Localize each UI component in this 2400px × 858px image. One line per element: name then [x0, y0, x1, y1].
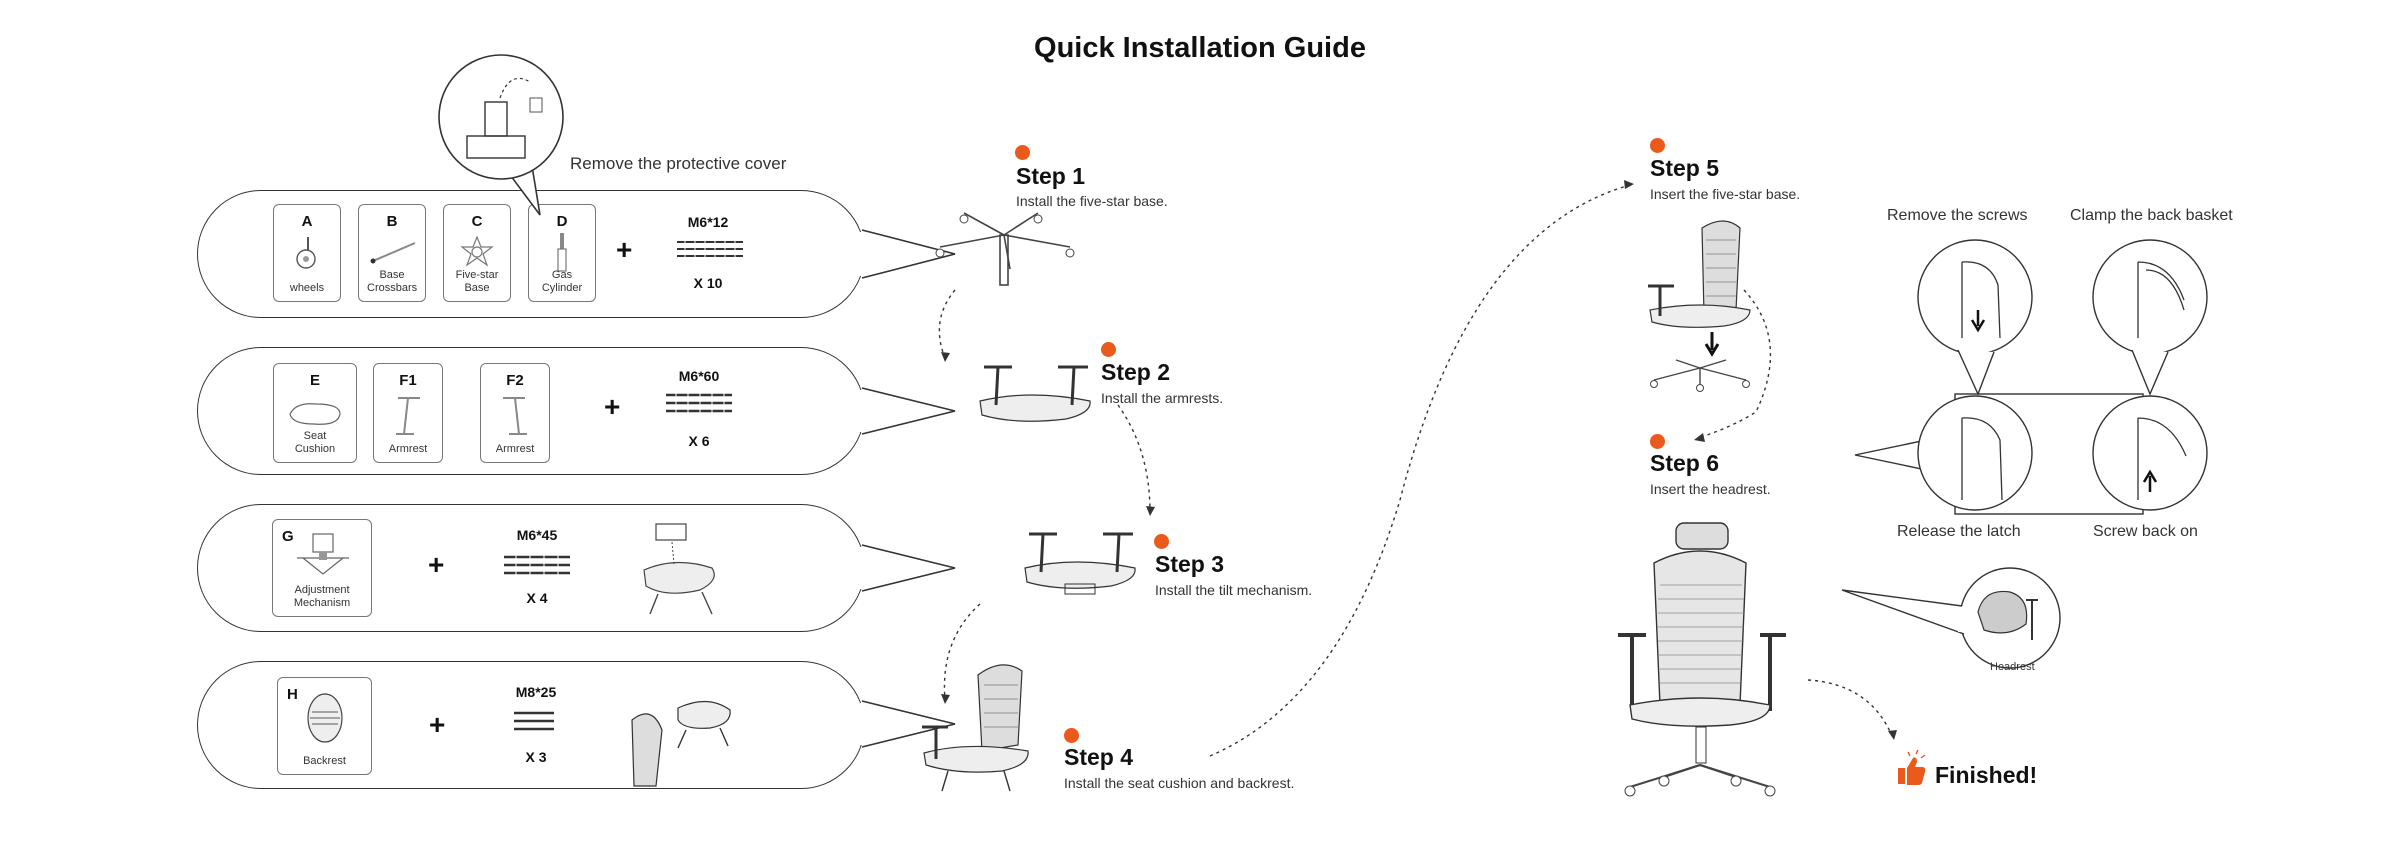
step-5-title: Step 5	[1650, 155, 1720, 181]
part-letter: G	[282, 528, 294, 545]
part-card-f2: F2 Armrest	[480, 363, 550, 463]
armrest-install-illustration	[979, 365, 1091, 422]
plus-sign: +	[616, 234, 633, 265]
plus-sign: +	[604, 391, 621, 422]
part-card-a: A wheels	[273, 204, 341, 302]
part-letter: F1	[399, 372, 417, 389]
part-label: Armrest	[495, 443, 535, 455]
part-letter: F2	[506, 372, 524, 389]
gas-cylinder-icon	[557, 233, 567, 272]
seat-cushion-icon	[289, 403, 341, 425]
part-label: Five-star Base	[455, 269, 499, 294]
plus-sign: +	[429, 709, 446, 740]
backrest-assembly-illustration	[631, 700, 731, 787]
part-letter: D	[556, 213, 568, 230]
screw-group-icon	[504, 552, 570, 580]
step-2-title: Step 2	[1101, 359, 1171, 385]
crossbar-icon	[370, 242, 416, 264]
step-4-title: Step 4	[1064, 744, 1134, 770]
wheel-icon	[296, 237, 316, 269]
chair-base-illustration	[1648, 220, 1751, 392]
step-6-marker	[1650, 434, 1665, 449]
thumbs-up-icon	[1898, 749, 1926, 785]
step-1-title: Step 1	[1016, 163, 1086, 189]
tilt-mechanism-illustration	[1024, 532, 1136, 595]
step-3-title: Step 3	[1155, 551, 1225, 577]
plus-sign: +	[428, 549, 445, 580]
part-label: Armrest	[388, 443, 428, 455]
screw-group-icon	[677, 238, 743, 260]
part-card-d: D Gas Cylinder	[528, 204, 596, 302]
screw-qty: X 6	[688, 433, 710, 449]
headrest-detail-label: Headrest	[1990, 661, 2035, 673]
part-letter: C	[471, 213, 483, 230]
part-card-h: H Backrest	[277, 677, 372, 775]
seat-backrest-illustration	[922, 664, 1029, 792]
screw-group-icon	[514, 711, 554, 731]
step-4-desc: Install the seat cushion and backrest.	[1064, 775, 1295, 791]
clamp-basket-caption: Clamp the back basket	[2070, 207, 2233, 224]
step-1-desc: Install the five-star base.	[1016, 193, 1168, 209]
part-label: Backrest	[303, 755, 346, 767]
remove-screws-caption: Remove the screws	[1887, 207, 2028, 224]
step-2-desc: Install the armrests.	[1101, 390, 1224, 406]
step-3-marker	[1154, 534, 1169, 549]
step-6-desc: Insert the headrest.	[1650, 481, 1771, 497]
step-3-desc: Install the tilt mechanism.	[1155, 582, 1313, 598]
finished-label: Finished!	[1935, 762, 2038, 788]
screw-qty: X 10	[693, 275, 723, 291]
step-2-marker	[1101, 342, 1116, 357]
step-6-title: Step 6	[1650, 450, 1720, 476]
part-card-c: C Five-star Base	[443, 204, 511, 302]
step-5-marker	[1650, 138, 1665, 153]
part-label: Gas Cylinder	[541, 269, 583, 294]
part-card-f1: F1 Armrest	[373, 363, 443, 463]
part-card-b: B Base Crossbars	[358, 204, 426, 302]
part-letter: H	[287, 686, 298, 703]
part-letter: E	[309, 372, 320, 389]
five-star-base-illustration	[935, 212, 1075, 286]
release-latch-caption: Release the latch	[1897, 523, 2021, 540]
step-5-desc: Insert the five-star base.	[1650, 186, 1801, 202]
part-label: Base Crossbars	[367, 269, 418, 294]
part-label: wheels	[289, 282, 325, 294]
part-card-e: E Seat Cushion	[273, 363, 357, 463]
part-label: Adjustment Mechanism	[293, 584, 351, 609]
step-4-marker	[1064, 728, 1079, 743]
screw-back-caption: Screw back on	[2093, 523, 2198, 540]
mechanism-assembly-illustration	[643, 523, 715, 615]
screw-spec: M6*45	[516, 527, 558, 543]
backrest-icon	[307, 693, 343, 743]
screw-spec: M6*60	[678, 368, 720, 384]
step-1-marker	[1015, 145, 1030, 160]
armrest-icon	[396, 397, 420, 435]
part-card-g: G Adjustment Mechanism	[272, 519, 372, 617]
screw-spec: M6*12	[687, 214, 729, 230]
five-star-base-icon	[460, 235, 494, 267]
part-letter: A	[301, 213, 313, 230]
page-title: Quick Installation Guide	[1034, 32, 1366, 64]
callout-text: Remove the protective cover	[570, 154, 787, 173]
screw-group-icon	[666, 390, 732, 418]
screw-qty: X 4	[526, 590, 548, 606]
screw-qty: X 3	[525, 749, 547, 765]
full-chair-illustration	[1618, 522, 1786, 797]
part-label: Seat Cushion	[294, 430, 336, 455]
armrest-icon	[503, 397, 527, 435]
adjustment-mechanism-icon	[297, 533, 349, 575]
part-letter: B	[386, 213, 398, 230]
screw-spec: M8*25	[515, 684, 557, 700]
